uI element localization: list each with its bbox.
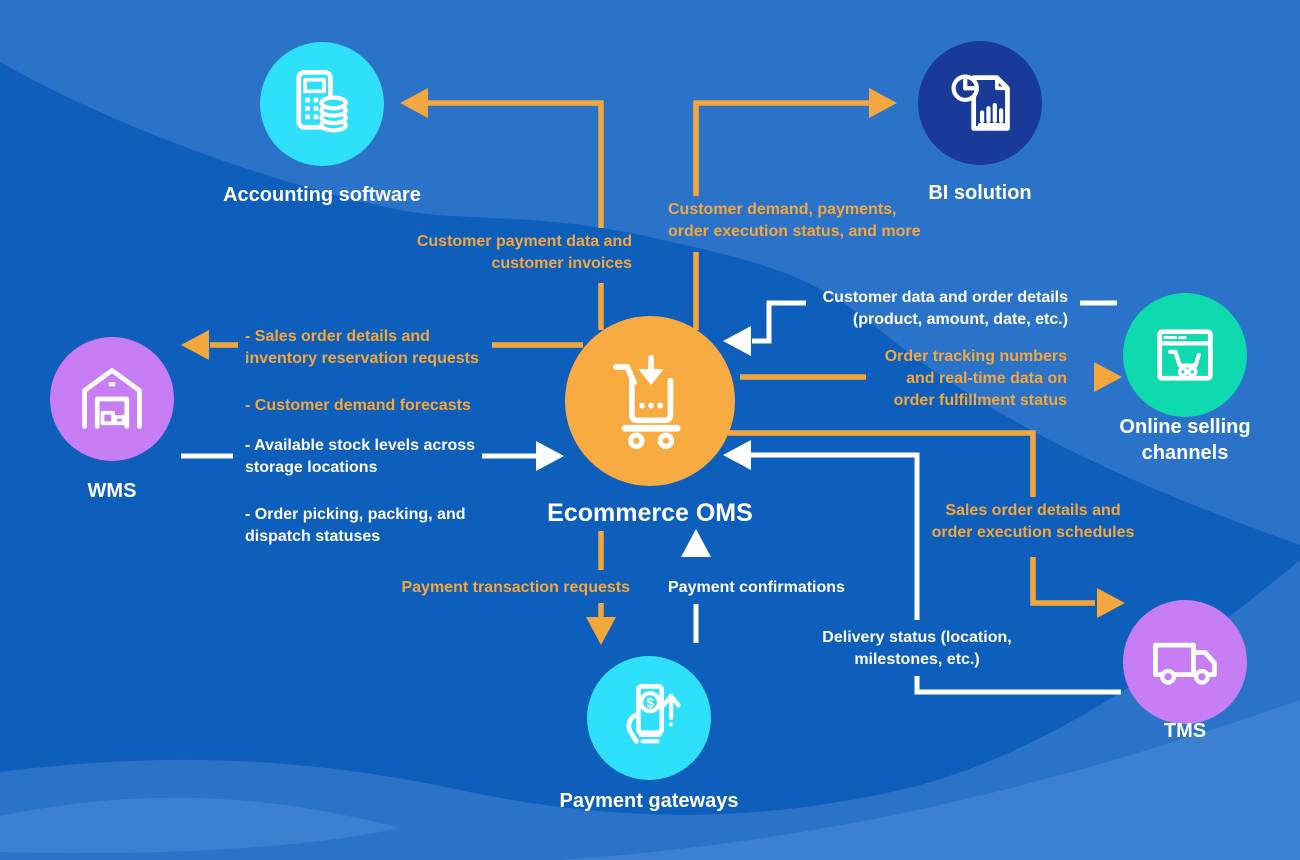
flow-label-oms-to-online: Order tracking numbers and real-time dat… (884, 348, 1067, 409)
node-online-selling-channels (1123, 293, 1247, 417)
flow-label-oms-to-bi: Customer demand, payments, order executi… (668, 201, 921, 240)
arrow-oms-to-online (740, 362, 1122, 392)
node-label-payment-gateways: Payment gateways (559, 790, 739, 812)
flow-label-item: - Customer demand forecasts (245, 397, 471, 414)
node-tms (1123, 600, 1247, 724)
flow-label-oms-to-accounting: Customer payment data and customer invoi… (416, 233, 632, 272)
arrow-oms-to-payment (586, 531, 616, 645)
shopping-cart-download-icon (613, 354, 681, 450)
flow-label-item: - Order picking, packing, and dispatch s… (245, 506, 466, 545)
node-bi-solution (918, 41, 1042, 165)
node-label-bi-solution: BI solution (928, 182, 1032, 204)
flow-label-oms-to-tms: Sales order details and order execution … (931, 502, 1135, 541)
flow-label-wms-to-oms: - Available stock levels across storage … (245, 413, 515, 570)
arrow-wms-to-oms (181, 441, 564, 471)
flow-label-oms-to-wms: - Sales order details and inventory rese… (245, 304, 515, 439)
arrow-online-to-oms (723, 300, 1117, 356)
flow-label-oms-to-payment: Payment transaction requests (401, 579, 630, 596)
node-payment-gateways: $ (587, 656, 711, 780)
browser-cart-icon (1157, 329, 1213, 381)
arrow-tms-to-oms (723, 440, 1121, 695)
node-label-ecommerce-oms: Ecommerce OMS (547, 499, 753, 527)
arrow-oms-to-accounting (400, 88, 604, 330)
arrow-payment-to-oms (681, 529, 711, 643)
arrow-oms-to-tms (728, 430, 1125, 618)
node-wms (50, 337, 174, 461)
node-label-accounting-software: Accounting software (223, 184, 421, 206)
flow-label-item: - Available stock levels across storage … (245, 437, 476, 476)
flow-label-payment-to-oms: Payment confirmations (668, 579, 845, 596)
node-ecommerce-oms (565, 316, 735, 486)
warehouse-icon (82, 368, 142, 429)
flow-label-online-to-oms: Customer data and order details (product… (822, 289, 1068, 328)
flow-label-item: - Sales order details and inventory rese… (245, 328, 479, 367)
node-accounting-software (260, 42, 384, 166)
arrow-oms-to-wms (181, 330, 583, 360)
arrow-oms-to-bi (693, 88, 897, 330)
report-chart-icon (951, 74, 1010, 131)
calculator-coins-icon (296, 69, 348, 133)
flow-label-tms-to-oms: Delivery status (location, milestones, e… (822, 629, 1012, 668)
truck-icon (1153, 642, 1217, 685)
node-label-wms: WMS (87, 480, 137, 502)
svg-text:$: $ (646, 695, 654, 710)
node-label-online-selling-channels: Online selling channels (1119, 416, 1251, 464)
mobile-payment-icon: $ (626, 683, 681, 744)
node-label-tms: TMS (1163, 720, 1207, 742)
